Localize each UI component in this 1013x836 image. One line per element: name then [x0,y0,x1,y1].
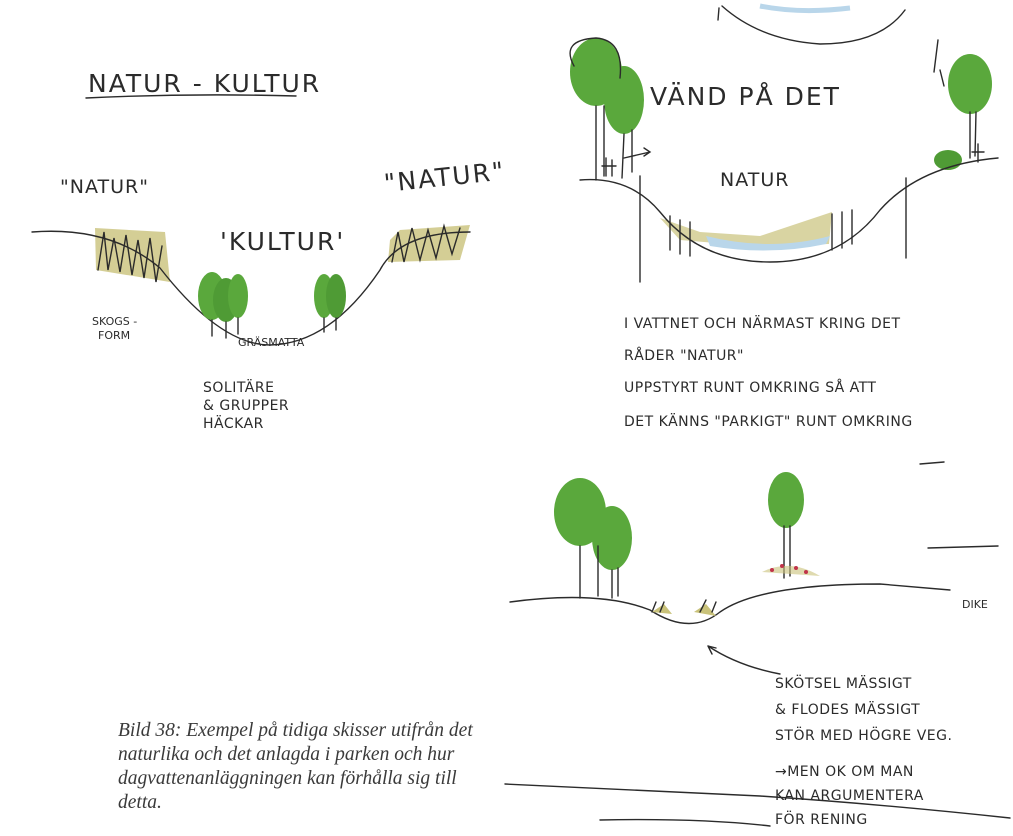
trees-right [934,54,992,170]
figure-caption: Bild 38: Exempel på tidiga skisser utifr… [118,719,498,815]
right-edge-line [928,546,998,548]
label-natur-left: "NATUR" [60,176,149,198]
label-dike: DIKE [962,598,988,611]
sketch1-note-3: HÄCKAR [203,414,264,432]
grass-banks [660,212,832,246]
top-marks [934,40,944,86]
sketch-vand-pa-det: VÄND PÅ DET NATUR I VATTNET OCH NÄRMAST … [570,6,998,430]
sketch2-note-1: I VATTNET OCH NÄRMAST KRING DET [624,314,901,332]
sketch2-note-4: DET KÄNNS "PARKIGT" RUNT OMKRING [624,412,913,430]
label-natur-center: NATUR [720,169,789,191]
sketch3-note-3: STÖR MED HÖGRE VEG. [775,726,952,744]
sketch2-note-2: RÅDER "NATUR" [624,347,744,364]
bottom-curve-1 [505,784,1010,818]
trees-left [570,38,644,180]
tree-dike-right [768,472,804,578]
label-natur-right: "NATUR" [383,156,507,198]
small-dash [920,462,944,464]
label-kultur: 'KULTUR' [220,227,345,256]
annotation-arrow [708,646,780,674]
dike-grass [652,604,716,616]
sketch-natur-kultur: NATUR - KULTUR "NATUR" "NATUR" 'KULTUR' … [32,69,507,432]
sketch1-note-1: SOLITÄRE [203,378,274,396]
tree-group-left [198,272,248,338]
label-skogsform-line1: SKOGS - [92,315,137,328]
sketch1-note-2: & GRUPPER [203,398,289,414]
sketch3-note-4: →MEN OK OM MAN [775,764,914,780]
sketch-dike: DIKE SKÖTSEL MÄSSIGT & FLODES MÄSSIGT ST… [505,462,1010,828]
sketch3-note-1: SKÖTSEL MÄSSIGT [775,674,912,692]
trees-dike-left [554,478,632,598]
top-pond-water [760,6,850,11]
sketch3-note-5: KAN ARGUMENTERA [775,788,924,804]
bottom-curve-2 [600,820,770,826]
sketch1-title: NATUR - KULTUR [88,69,321,98]
sketch3-note-6: FÖR RENING [775,810,868,828]
arrow-right [624,148,650,158]
dike-profile [510,584,950,624]
label-skogsform-line2: FORM [98,329,130,342]
sketch3-note-2: & FLODES MÄSSIGT [775,700,920,718]
sketch2-title: VÄND PÅ DET [650,82,841,111]
sketch2-note-3: UPPSTYRT RUNT OMKRING SÅ ATT [624,379,876,396]
label-grasmatta: GRÄSMATTA [238,336,305,349]
